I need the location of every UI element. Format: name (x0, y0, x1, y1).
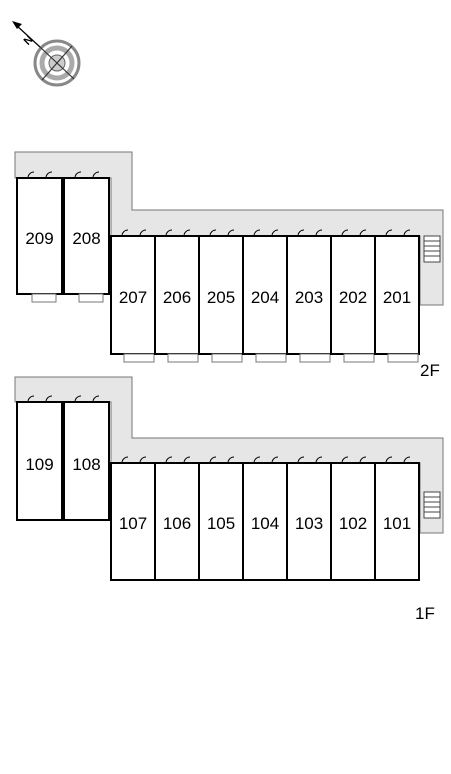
unit-106: 106 (154, 456, 200, 581)
room-number: 203 (295, 288, 323, 307)
room-number: 206 (163, 288, 191, 307)
unit-208: 208 (63, 171, 110, 303)
unit-108: 108 (63, 395, 110, 521)
unit-104: 104 (242, 456, 288, 581)
unit-102: 102 (330, 456, 376, 581)
unit-109: 109 (16, 395, 63, 521)
room-number: 102 (339, 514, 367, 533)
unit-207: 207 (110, 229, 156, 363)
compass-icon: N (12, 21, 81, 87)
room-number: 103 (295, 514, 323, 533)
room-number: 104 (251, 514, 279, 533)
room-number: 201 (383, 288, 411, 307)
room-number: 207 (119, 288, 147, 307)
room-number: 107 (119, 514, 147, 533)
room-number: 204 (251, 288, 279, 307)
unit-105: 105 (198, 456, 244, 581)
room-number: 205 (207, 288, 235, 307)
unit-101: 101 (374, 456, 420, 581)
room-number: 208 (72, 229, 100, 248)
room-number: 109 (25, 455, 53, 474)
unit-209: 209 (16, 171, 63, 303)
unit-206: 206 (154, 229, 200, 363)
floor-label-2f: 2F (420, 361, 440, 380)
stairs-1f (423, 491, 441, 519)
room-number: 202 (339, 288, 367, 307)
unit-203: 203 (286, 229, 332, 363)
floor-2f: 209 208 207 206 205 (14, 151, 444, 380)
stairs-2f (423, 235, 441, 263)
room-number: 108 (72, 455, 100, 474)
unit-103: 103 (286, 456, 332, 581)
room-number: 209 (25, 229, 53, 248)
compass-north-letter: N (22, 34, 36, 48)
room-number: 106 (163, 514, 191, 533)
unit-202: 202 (330, 229, 376, 363)
unit-107: 107 (110, 456, 156, 581)
unit-204: 204 (242, 229, 288, 363)
unit-201: 201 (374, 229, 420, 363)
floor-label-1f: 1F (415, 604, 435, 623)
room-number: 105 (207, 514, 235, 533)
unit-205: 205 (198, 229, 244, 363)
room-number: 101 (383, 514, 411, 533)
floor-1f: 109 108 107 106 105 104 (14, 376, 444, 623)
